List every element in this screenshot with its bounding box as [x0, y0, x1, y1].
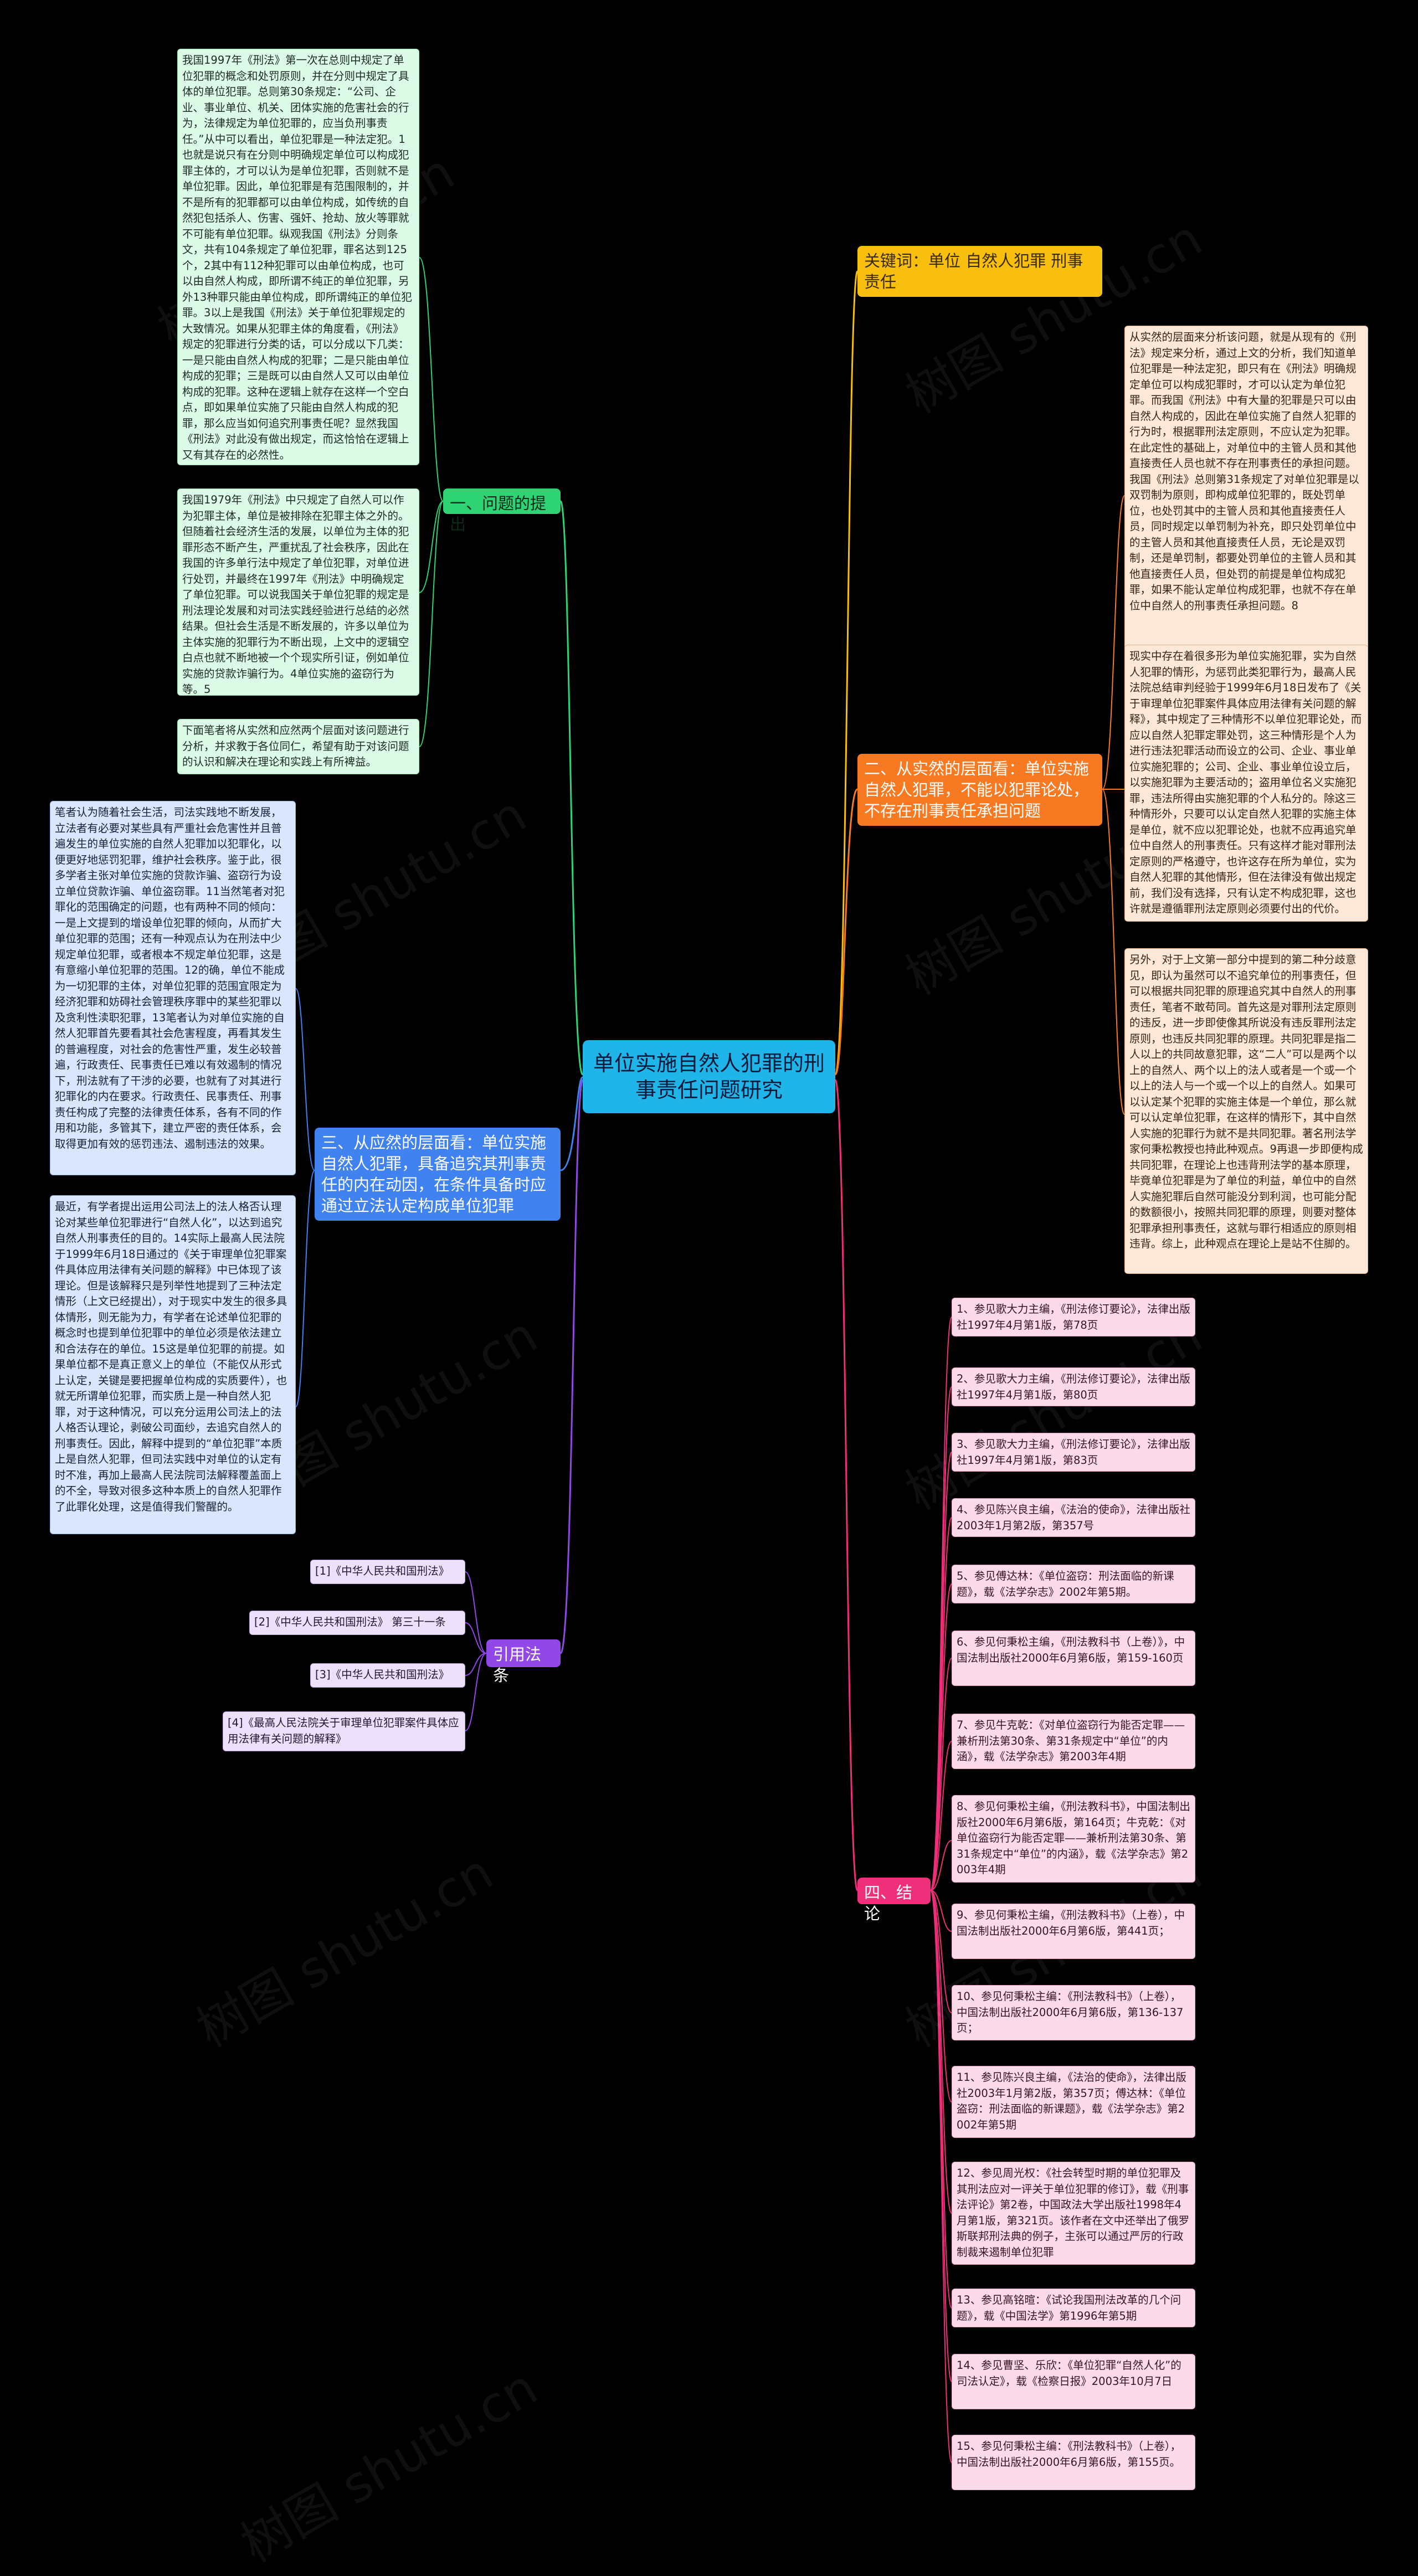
- ought-leaf[interactable]: 笔者认为随着社会生活，司法实践地不断发展，立法者有必要对某些具有严重社会危害性并…: [50, 801, 296, 1175]
- conclusion-leaf[interactable]: 4、参见陈兴良主编，《法治的使命》，法律出版社2003年1月第2版，第357号: [952, 1498, 1195, 1537]
- conclusion-leaf[interactable]: 11、参见陈兴良主编，《法治的使命》，法律出版社2003年1月第2版，第357页…: [952, 2066, 1195, 2138]
- law-leaf[interactable]: [1]《中华人民共和国刑法》: [310, 1560, 465, 1584]
- conclusion-leaf[interactable]: 5、参见傅达林：《单位盗窃：刑法面临的新课题》，载《法学杂志》2002年第5期。: [952, 1565, 1195, 1603]
- practical-leaf[interactable]: 从实然的层面来分析该问题，就是从现有的《刑法》规定来分析，通过上文的分析，我们知…: [1124, 326, 1368, 666]
- conclusion-leaf[interactable]: 15、参见何秉松主编：《刑法教科书》（上卷），中国法制出版社2000年6月第6版…: [952, 2435, 1195, 2490]
- root-topic[interactable]: 单位实施自然人犯罪的刑事责任问题研究: [583, 1040, 835, 1113]
- conclusion-leaf[interactable]: 7、参见牛克乾：《对单位盗窃行为能否定罪——兼析刑法第30条、第31条规定中“单…: [952, 1714, 1195, 1769]
- branch-conclusion[interactable]: 四、结论: [857, 1878, 931, 1923]
- branch-ought[interactable]: 三、从应然的层面看：单位实施自然人犯罪，具备追究其刑事责任的内在动因，在条件具备…: [315, 1128, 561, 1221]
- conclusion-leaf[interactable]: 3、参见歌大力主编，《刑法修订要论》，法律出版社1997年4月第1版，第83页: [952, 1433, 1195, 1472]
- problem-leaf[interactable]: 我国1997年《刑法》第一次在总则中规定了单位犯罪的概念和处罚原则，并在分则中规…: [177, 49, 419, 465]
- conclusion-leaf[interactable]: 1、参见歌大力主编，《刑法修订要论》，法律出版社1997年4月第1版，第78页: [952, 1298, 1195, 1336]
- branch-laws[interactable]: 引用法条: [486, 1639, 561, 1685]
- law-leaf[interactable]: [3]《中华人民共和国刑法》: [310, 1663, 465, 1688]
- conclusion-leaf[interactable]: 2、参见歌大力主编，《刑法修订要论》，法律出版社1997年4月第1版，第80页: [952, 1367, 1195, 1406]
- conclusion-leaf[interactable]: 10、参见何秉松主编：《刑法教科书》（上卷），中国法制出版社2000年6月第6版…: [952, 1985, 1195, 2040]
- law-leaf[interactable]: [2]《中华人民共和国刑法》 第三十一条: [249, 1611, 465, 1635]
- conclusion-leaf[interactable]: 9、参见何秉松主编，《刑法教科书》（上卷），中国法制出版社2000年6月第6版，…: [952, 1904, 1195, 1959]
- branch-keywords[interactable]: 关键词：单位 自然人犯罪 刑事责任: [857, 246, 1102, 297]
- branch-practical[interactable]: 二、从实然的层面看：单位实施自然人犯罪，不能以犯罪论处，不存在刑事责任承担问题: [857, 754, 1102, 826]
- problem-leaf[interactable]: 我国1979年《刑法》中只规定了自然人可以作为犯罪主体，单位是被排除在犯罪主体之…: [177, 489, 419, 696]
- conclusion-leaf[interactable]: 12、参见周光权：《社会转型时期的单位犯罪及其刑法应对一评关于单位犯罪的修订》，…: [952, 2162, 1195, 2265]
- conclusion-leaf[interactable]: 6、参见何秉松主编，《刑法教科书（上卷）》，中国法制出版社2000年6月第6版，…: [952, 1631, 1195, 1686]
- conclusion-leaf[interactable]: 14、参见曹坚、乐欣：《单位犯罪“自然人化”的司法认定》，载《检察日报》2003…: [952, 2354, 1195, 2409]
- branch-problem[interactable]: 一、问题的提出: [443, 489, 561, 534]
- conclusion-leaf[interactable]: 8、参见何秉松主编，《刑法教科书》，中国法制出版社2000年6月第6版，第164…: [952, 1795, 1195, 1883]
- law-leaf[interactable]: [4]《最高人民法院关于审理单位犯罪案件具体应用法律有关问题的解释》: [223, 1711, 465, 1751]
- conclusion-leaf[interactable]: 13、参见高铭暄：《试论我国刑法改革的几个问题》，载《中国法学》第1996年第5…: [952, 2289, 1195, 2327]
- ought-leaf[interactable]: 最近，有学者提出运用公司法上的法人格否认理论对某些单位犯罪进行“自然人化”，以达…: [50, 1195, 296, 1534]
- practical-leaf[interactable]: 另外，对于上文第一部分中提到的第二种分歧意见，即认为虽然可以不追究单位的刑事责任…: [1124, 948, 1368, 1274]
- practical-leaf[interactable]: 现实中存在着很多形为单位实施犯罪，实为自然人犯罪的情形，为惩罚此类犯罪行为，最高…: [1124, 645, 1368, 922]
- problem-leaf[interactable]: 下面笔者将从实然和应然两个层面对该问题进行分析，并求教于各位同仁，希望有助于对该…: [177, 719, 419, 774]
